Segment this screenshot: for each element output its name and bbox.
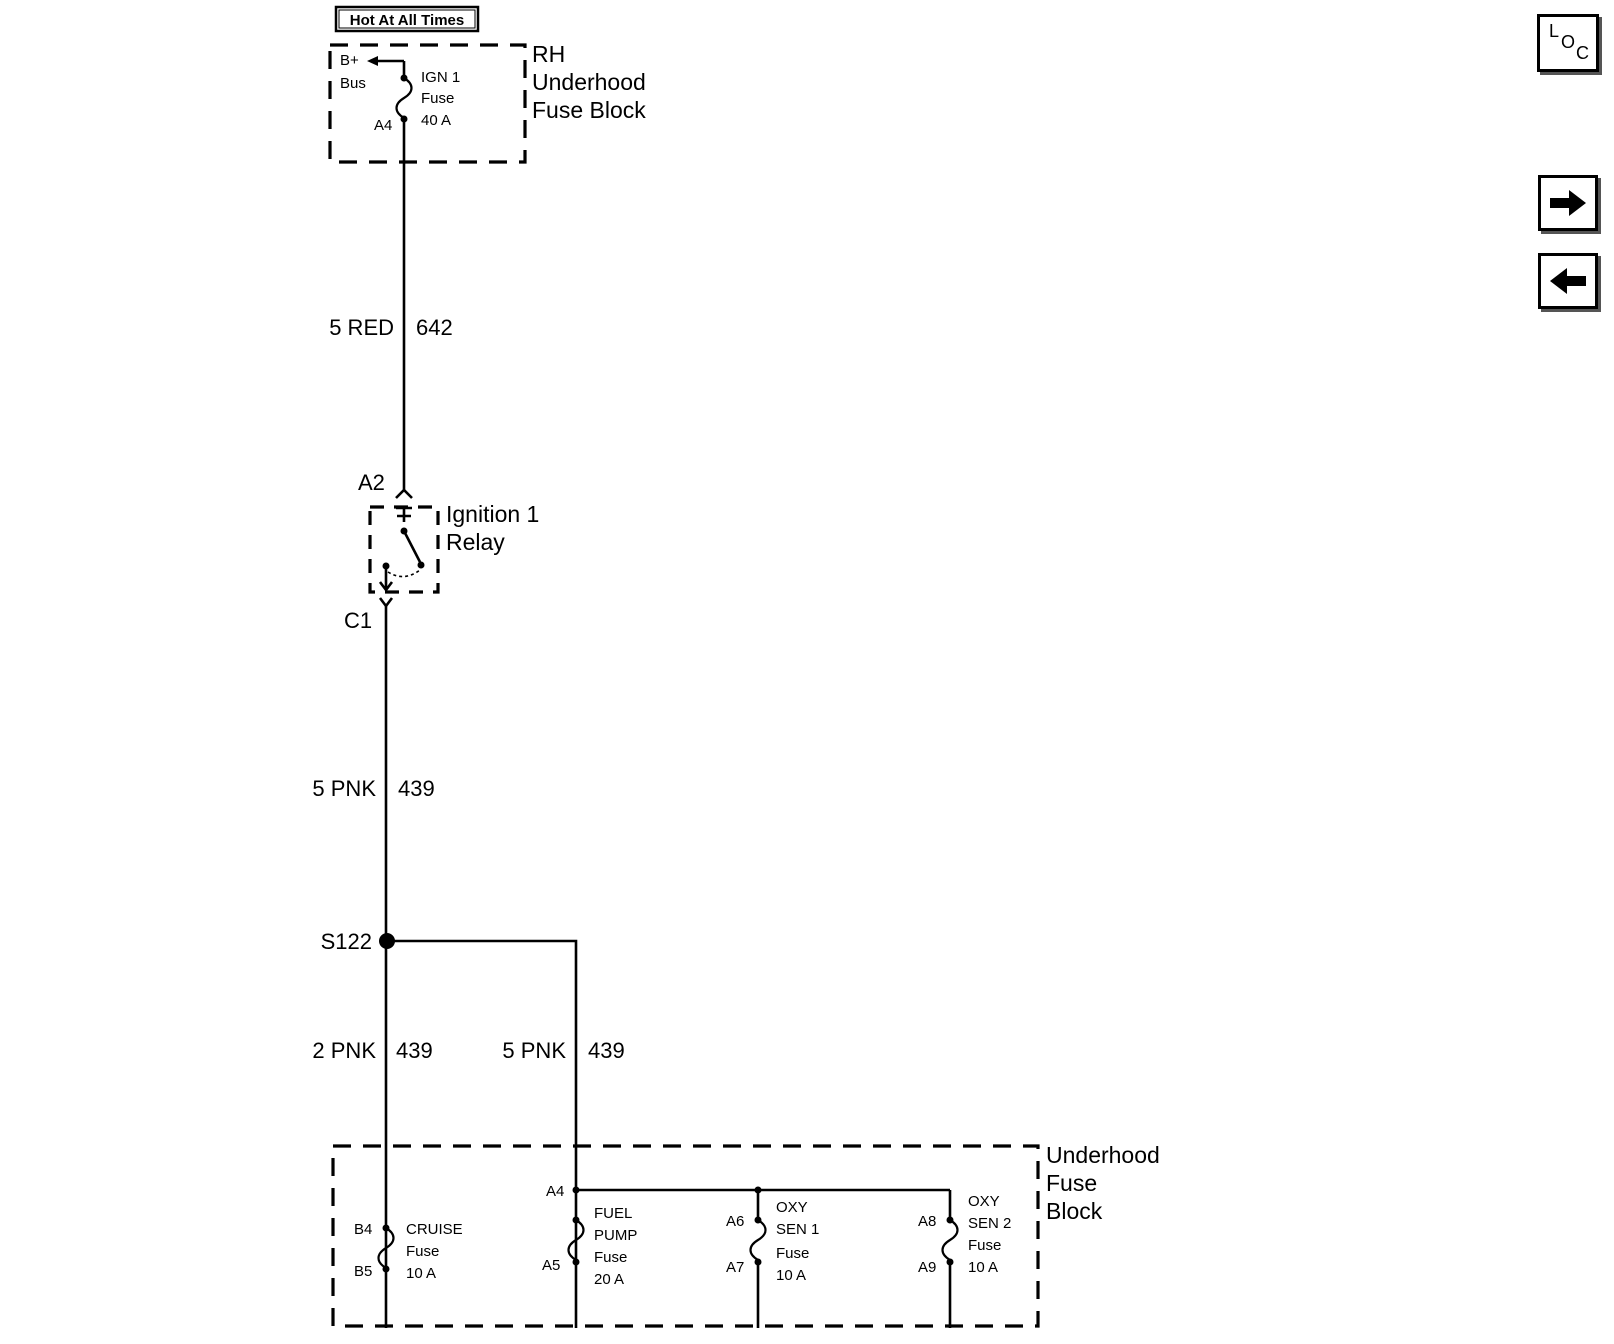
uh-block-name-3: Block: [1046, 1198, 1103, 1224]
uh-block-name-2: Fuse: [1046, 1170, 1097, 1196]
ign1-fuse-label-2: Fuse: [421, 90, 454, 107]
cruise-label-2: Fuse: [406, 1243, 439, 1260]
connector-c1: [378, 597, 394, 609]
oxy1-label-2: SEN 1: [776, 1221, 819, 1238]
relay-outline: [368, 505, 440, 594]
oxy-sen2-fuse: [941, 1216, 959, 1266]
fuel-label-1: FUEL: [594, 1205, 632, 1222]
oxy2-label-1: OXY: [968, 1193, 1000, 1210]
uh-bus-drops: [756, 1190, 952, 1218]
wire3-gauge: 2 PNK: [312, 1038, 376, 1063]
loc-letter-c: C: [1576, 43, 1589, 63]
cruise-label-3: 10 A: [406, 1265, 436, 1282]
rh-fuse-block-outline: [328, 43, 527, 164]
relay-name-2: Relay: [446, 529, 505, 555]
left-arrow-icon: [1550, 268, 1586, 294]
underhood-fuse-block-outline: [331, 1144, 1040, 1328]
uh-block-name-1: Underhood: [1046, 1142, 1160, 1168]
oxy1-label-4: 10 A: [776, 1267, 806, 1284]
loc-letter-o: O: [1561, 32, 1576, 52]
loc-letter-l: L: [1549, 21, 1560, 41]
rh-block-name-1: RH: [532, 41, 565, 67]
oxy2-pin-out: A9: [918, 1259, 936, 1276]
relay-coil-link: [387, 569, 421, 578]
wire2-gauge: 5 PNK: [312, 776, 376, 801]
relay-output: [378, 566, 394, 593]
fuel-pump-fuse: [567, 1216, 585, 1266]
oxy1-label-1: OXY: [776, 1199, 808, 1216]
bus-arrow: [367, 56, 378, 66]
cruise-pin-out: B5: [354, 1263, 372, 1280]
cruise-pin-in: B4: [354, 1221, 372, 1238]
oxy-fuse-outputs: [756, 1262, 952, 1328]
uh-pin-a4: A4: [546, 1183, 564, 1200]
fuel-label-2: PUMP: [594, 1227, 637, 1244]
oxy2-label-2: SEN 2: [968, 1215, 1011, 1232]
previous-page-button[interactable]: [1538, 253, 1598, 309]
wire3-circuit: 439: [396, 1038, 433, 1063]
oxy2-label-4: 10 A: [968, 1259, 998, 1276]
rh-block-name-2: Underhood: [532, 69, 646, 95]
hot-label-inner: [338, 9, 476, 29]
oxy-sen1-fuse: [749, 1216, 767, 1266]
fuel-label-4: 20 A: [594, 1271, 624, 1288]
fuel-pump-pin-out: A5: [542, 1257, 560, 1274]
relay-switch-arm: [402, 530, 422, 563]
oxy2-label-3: Fuse: [968, 1237, 1001, 1254]
ign1-fuse-label-3: 40 A: [421, 112, 451, 129]
wire1-circuit: 642: [416, 315, 453, 340]
relay-pin-c1: C1: [344, 608, 372, 633]
hot-label: Hot At All Times: [350, 12, 464, 29]
cruise-label-1: CRUISE: [406, 1221, 463, 1238]
rh-block-name-3: Fuse Block: [532, 97, 646, 123]
wire1-gauge: 5 RED: [329, 315, 394, 340]
connector-a2: [395, 488, 413, 499]
wire4-circuit: 439: [588, 1038, 625, 1063]
oxy2-pin-in: A8: [918, 1213, 936, 1230]
relay-contact-top: [396, 506, 412, 522]
oxy1-pin-out: A7: [726, 1259, 744, 1276]
wire2-circuit: 439: [398, 776, 435, 801]
relay-contact-right: [417, 561, 425, 569]
rh-pin-a4: A4: [374, 117, 392, 134]
ign1-fuse-symbol: [395, 77, 413, 119]
loc-button[interactable]: L O C: [1537, 14, 1599, 72]
relay-name-1: Ignition 1: [446, 501, 539, 527]
relay-pin-a2: A2: [358, 470, 385, 495]
right-arrow-icon: [1550, 190, 1586, 216]
hot-label-box: [334, 5, 480, 33]
wire-439-branch: [387, 939, 578, 1328]
ign1-fuse-label-1: IGN 1: [421, 69, 460, 86]
oxy1-label-3: Fuse: [776, 1245, 809, 1262]
next-page-button[interactable]: [1538, 175, 1598, 231]
bus-label-2: Bus: [340, 75, 366, 92]
splice-label: S122: [321, 929, 372, 954]
wire4-gauge: 5 PNK: [502, 1038, 566, 1063]
bus-label-1: B+: [340, 52, 359, 69]
oxy1-pin-in: A6: [726, 1213, 744, 1230]
cruise-fuse: [377, 1224, 395, 1273]
fuel-label-3: Fuse: [594, 1249, 627, 1266]
